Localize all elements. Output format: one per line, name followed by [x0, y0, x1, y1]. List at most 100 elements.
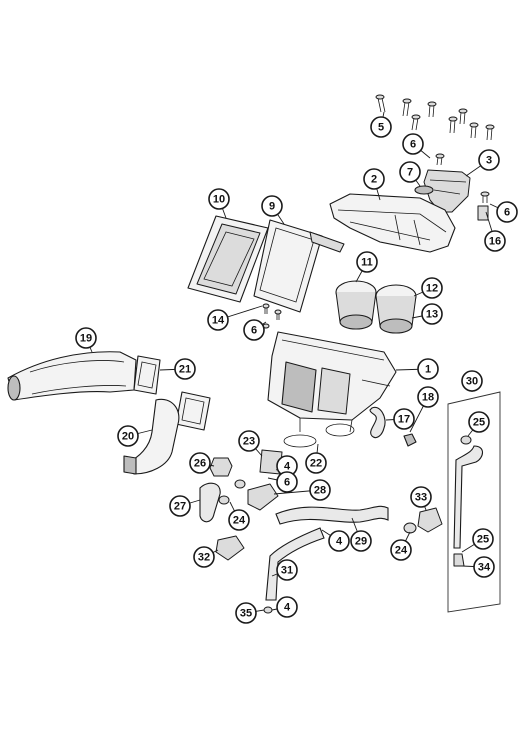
callout-number: 10 [213, 194, 225, 206]
callout-number: 35 [240, 608, 252, 620]
callout-number: 17 [398, 414, 410, 426]
callout-24: 24 [228, 509, 250, 531]
callout-number: 21 [179, 364, 191, 376]
callout-35: 35 [235, 602, 257, 624]
callout-number: 34 [478, 562, 491, 574]
callout-circle [484, 230, 506, 252]
callout-17: 17 [393, 408, 415, 430]
callout-25: 25 [468, 411, 490, 433]
callout-7: 7 [399, 161, 421, 183]
callout-circle [472, 528, 494, 550]
callout-circle [478, 149, 500, 171]
callout-circle [399, 161, 421, 183]
callout-circle [496, 201, 518, 223]
part-17-hose [369, 406, 386, 439]
callout-circle [350, 530, 372, 552]
callout-number: 2 [371, 174, 377, 186]
callout-circle [328, 530, 350, 552]
callout-circle [421, 303, 443, 325]
callout-28: 28 [309, 479, 331, 501]
callout-circle [207, 309, 229, 331]
part-7-grommet [414, 185, 434, 195]
callout-6: 6 [243, 319, 265, 341]
callout-22: 22 [305, 452, 327, 474]
callout-number: 4 [336, 536, 343, 548]
callout-number: 31 [281, 565, 293, 577]
callout-number: 19 [80, 333, 92, 345]
callout-31: 31 [276, 559, 298, 581]
screws-14-6 [262, 303, 282, 329]
callout-number: 7 [407, 167, 413, 179]
callout-number: 6 [251, 325, 257, 337]
callout-1: 1 [417, 358, 439, 380]
callout-13: 13 [421, 303, 443, 325]
callout-27: 27 [169, 495, 191, 517]
callout-circle [189, 452, 211, 474]
part-28-valve [247, 483, 279, 511]
callout-circle [473, 556, 495, 578]
callout-circle [393, 408, 415, 430]
callout-32: 32 [193, 546, 215, 568]
callout-2: 2 [363, 168, 385, 190]
callout-number: 22 [310, 458, 322, 470]
callout-25: 25 [472, 528, 494, 550]
callout-5: 5 [370, 116, 392, 138]
callout-circle [75, 327, 97, 349]
callout-number: 20 [122, 431, 134, 443]
callout-circle [356, 251, 378, 273]
callout-circle [417, 386, 439, 408]
callout-circle [243, 319, 265, 341]
callout-23: 23 [238, 430, 260, 452]
callout-number: 4 [284, 461, 291, 473]
part-11-intake-boots [335, 280, 417, 334]
callout-circle [417, 358, 439, 380]
callout-circle [421, 277, 443, 299]
callout-10: 10 [208, 188, 230, 210]
callout-6: 6 [496, 201, 518, 223]
callout-circle [468, 411, 490, 433]
part-9-filter-cage [253, 219, 345, 313]
callout-number: 28 [314, 485, 326, 497]
part-2-airbox-lid [329, 193, 456, 253]
callout-circle [169, 495, 191, 517]
callout-number: 11 [361, 257, 373, 269]
callout-4: 4 [276, 596, 298, 618]
part-20-elbow [123, 398, 180, 475]
callout-circle [193, 546, 215, 568]
callout-number: 26 [194, 458, 206, 470]
callout-number: 18 [422, 392, 434, 404]
callout-circle [309, 479, 331, 501]
flanges-21 [133, 355, 211, 431]
part-35-washer [263, 606, 273, 614]
callout-number: 24 [395, 545, 408, 557]
callout-4: 4 [276, 455, 298, 477]
part-27-hose [199, 482, 221, 523]
part-26-fitting [209, 457, 233, 477]
callout-number: 4 [284, 602, 291, 614]
callout-30: 30 [461, 370, 483, 392]
callout-number: 24 [233, 515, 246, 527]
part-callouts: 1234445666679101112131416171819202122232… [75, 116, 518, 624]
callout-circle [208, 188, 230, 210]
part-33-sensor [417, 507, 443, 533]
part-19-snorkel [7, 351, 137, 401]
callout-number: 16 [489, 236, 501, 248]
callout-circle [276, 596, 298, 618]
callout-number: 5 [378, 122, 384, 134]
callout-number: 25 [477, 534, 489, 546]
callout-4: 4 [328, 530, 350, 552]
callout-21: 21 [174, 358, 196, 380]
callout-number: 9 [269, 201, 275, 213]
callout-20: 20 [117, 425, 139, 447]
part-18-clip [403, 433, 417, 447]
callout-number: 27 [174, 501, 186, 513]
callout-34: 34 [473, 556, 495, 578]
part-31-hose [265, 527, 325, 601]
callout-circle [390, 539, 412, 561]
callout-circle [402, 133, 424, 155]
callout-3: 3 [478, 149, 500, 171]
callout-number: 23 [243, 436, 255, 448]
part-29-hose [275, 505, 389, 525]
